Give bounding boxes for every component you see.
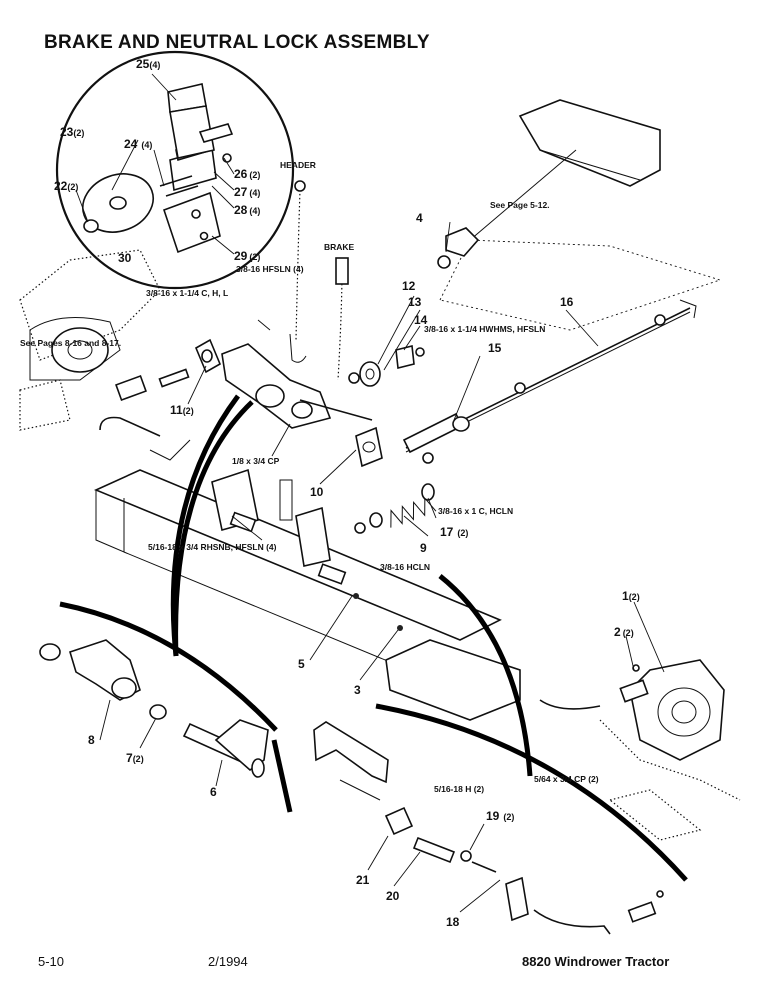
callout-bands xyxy=(59,394,688,882)
callout-18: 18 xyxy=(446,915,460,929)
lower-right-detail xyxy=(313,721,664,935)
callout-22: 22(2) xyxy=(54,179,78,193)
callout-14: 14 xyxy=(414,313,428,327)
annotations: HEADER BRAKE See Page 5-12. See Pages 8-… xyxy=(20,160,599,794)
footer-model: 8820 Windrower Tractor xyxy=(522,954,670,969)
spring xyxy=(390,496,437,528)
callout-26: 26(2) xyxy=(234,167,260,181)
page-title: BRAKE AND NEUTRAL LOCK ASSEMBLY xyxy=(44,32,430,53)
note-bolt-3-8-16-x-1-1-4: 3/8-16 x 1-1/4 C, H, L xyxy=(146,288,228,298)
callout-15: 15 xyxy=(488,341,502,355)
note-rhsnb: 5/16-18 x 3/4 RHSNB, HFSLN (4) xyxy=(148,542,277,552)
callout-11: 11(2) xyxy=(170,403,194,417)
main-frame-rail xyxy=(93,416,521,721)
callout-29: 29(2) xyxy=(234,249,260,263)
callout-numbers: 1(2) 2(2) 3 4 5 6 7(2) 8 9 10 11(2) 12 1… xyxy=(54,57,640,929)
callout-16: 16 xyxy=(560,295,574,309)
callout-1: 1(2) xyxy=(622,589,640,603)
detail-inset-circle xyxy=(55,50,295,290)
callout-24: 24(4) xyxy=(124,137,152,151)
callout-3: 3 xyxy=(354,683,361,697)
brake-lever-assembly xyxy=(158,333,470,534)
tractor-frame-right xyxy=(539,659,741,841)
note-hfsln: 3/8-16 HFSLN (4) xyxy=(236,264,304,274)
callout-8: 8 xyxy=(88,733,95,747)
callout-23: 23(2) xyxy=(60,125,84,139)
note-hwhms: 3/8-16 x 1-1/4 HWHMS, HFSLN xyxy=(424,324,545,334)
callout-2: 2(2) xyxy=(614,625,634,639)
callout-30: 30 xyxy=(118,251,132,265)
callout-10: 10 xyxy=(310,485,324,499)
callout-9: 9 xyxy=(420,541,427,555)
note-h-5-16-18: 5/16-18 H (2) xyxy=(434,784,484,794)
callout-4: 4 xyxy=(416,211,423,225)
note-see-pages-816: See Pages 8-16 and 8-17. xyxy=(20,338,121,348)
footer-date: 2/1994 xyxy=(208,954,248,969)
callout-19: 19(2) xyxy=(486,809,514,823)
note-see-page-512: See Page 5-12. xyxy=(490,200,550,210)
footer-page-number: 5-10 xyxy=(38,954,65,969)
callout-6: 6 xyxy=(210,785,217,799)
callout-20: 20 xyxy=(386,889,400,903)
note-bolt-3-8-16-x-1: 3/8-16 x 1 C, HCLN xyxy=(438,506,513,516)
callout-5: 5 xyxy=(298,657,305,671)
header-linkage-bracket xyxy=(437,99,722,331)
lower-left-detail xyxy=(39,639,269,778)
callout-17: 17(2) xyxy=(440,525,468,539)
note-brake: BRAKE xyxy=(324,242,355,252)
callout-27: 27(4) xyxy=(234,185,260,199)
callout-21: 21 xyxy=(356,873,370,887)
leader-lines xyxy=(75,73,665,913)
note-cp-1-8: 1/8 x 3/4 CP xyxy=(232,456,280,466)
note-cp-5-64: 5/64 x 3/4 CP (2) xyxy=(534,774,599,784)
tractor-frame-left xyxy=(19,249,161,431)
header-and-brake-cables xyxy=(294,180,349,381)
callout-13: 13 xyxy=(408,295,422,309)
callout-7: 7(2) xyxy=(126,751,144,765)
callout-25: 25(4) xyxy=(136,57,160,71)
callout-12: 12 xyxy=(402,279,416,293)
note-header: HEADER xyxy=(280,160,316,170)
callout-28: 28(4) xyxy=(234,203,260,217)
note-hcln: 3/8-16 HCLN xyxy=(380,562,430,572)
